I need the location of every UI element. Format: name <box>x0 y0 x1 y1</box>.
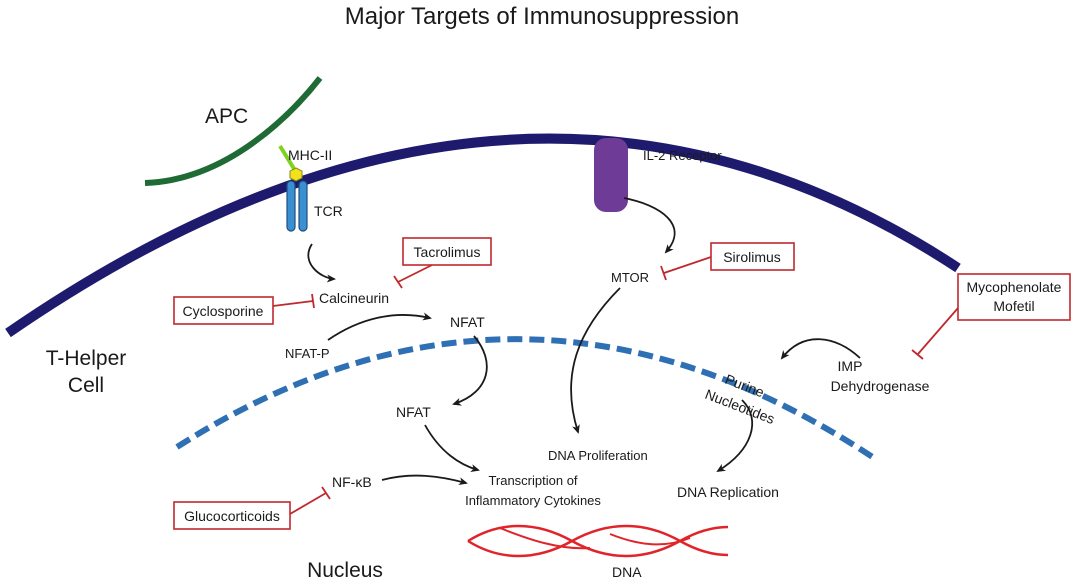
arrow-nfat-p-to-nfat <box>327 312 432 341</box>
nf-kb-label: NF-κB <box>332 474 372 490</box>
drug-tacrolimus: Tacrolimus <box>393 237 492 289</box>
calcineurin-label: Calcineurin <box>319 290 389 306</box>
transcription-label-line2: Inflammatory Cytokines <box>465 493 601 508</box>
tcr-label: TCR <box>314 203 343 219</box>
mycophenolate-label-line1: Mycophenolate <box>967 279 1062 295</box>
antigen-icon <box>289 167 303 182</box>
arrow-mtor-to-dna-proliferation <box>570 287 621 434</box>
dna-label: DNA <box>612 564 642 580</box>
drug-mycophenolate-mofetil: Mycophenolate Mofetil <box>911 273 1071 360</box>
dna-proliferation-label: DNA Proliferation <box>548 448 648 463</box>
drug-sirolimus: Sirolimus <box>660 242 795 281</box>
drug-glucocorticoids: Glucocorticoids <box>173 486 331 530</box>
arrow-nfat-to-nuclear-nfat <box>452 335 488 406</box>
arrow-imp-to-purine <box>780 338 861 360</box>
t-helper-label-line1: T-Helper <box>46 347 127 370</box>
il-2-receptor-label: IL-2 Receptor <box>643 148 722 163</box>
tcr-right-chain <box>298 180 308 232</box>
cell-membrane <box>5 133 961 338</box>
transcription-label-line1: Transcription of <box>488 473 577 488</box>
imp-label-line1: IMP <box>838 358 863 374</box>
mtor-label: MTOR <box>611 270 649 285</box>
nfat-p-label: NFAT-P <box>285 346 330 361</box>
dna-helix-icon <box>467 524 729 558</box>
mycophenolate-label-line2: Mofetil <box>993 298 1034 314</box>
nucleus-label: Nucleus <box>307 559 383 582</box>
arrow-il2-to-mtor <box>623 197 676 254</box>
sirolimus-label: Sirolimus <box>723 249 781 265</box>
il-2-receptor-icon <box>594 138 628 212</box>
nuclear-membrane <box>175 336 879 463</box>
diagram-title: Major Targets of Immunosuppression <box>345 3 739 30</box>
t-helper-label-line2: Cell <box>68 374 104 397</box>
dna-replication-label: DNA Replication <box>677 484 779 500</box>
tacrolimus-label: Tacrolimus <box>414 244 481 260</box>
cyclosporine-label: Cyclosporine <box>183 303 264 319</box>
glucocorticoids-label: Glucocorticoids <box>184 508 280 524</box>
apc-label: APC <box>205 105 248 128</box>
arrow-purine-to-dna-replication <box>716 399 753 473</box>
arrow-tcr-to-calcineurin <box>307 243 336 283</box>
arrow-nfkb-to-transcription <box>381 474 468 486</box>
arrow-nfat-to-transcription <box>424 424 480 472</box>
nfat-label-cytoplasm: NFAT <box>450 314 485 330</box>
tcr-left-chain <box>286 180 296 232</box>
nfat-label-nucleus: NFAT <box>396 404 431 420</box>
drug-cyclosporine: Cyclosporine <box>173 293 315 325</box>
mhc-ii-stalk <box>278 144 298 174</box>
apc-membrane <box>144 76 323 186</box>
mhc-ii-label: MHC-II <box>288 147 332 163</box>
imp-label-line2: Dehydrogenase <box>831 378 930 394</box>
